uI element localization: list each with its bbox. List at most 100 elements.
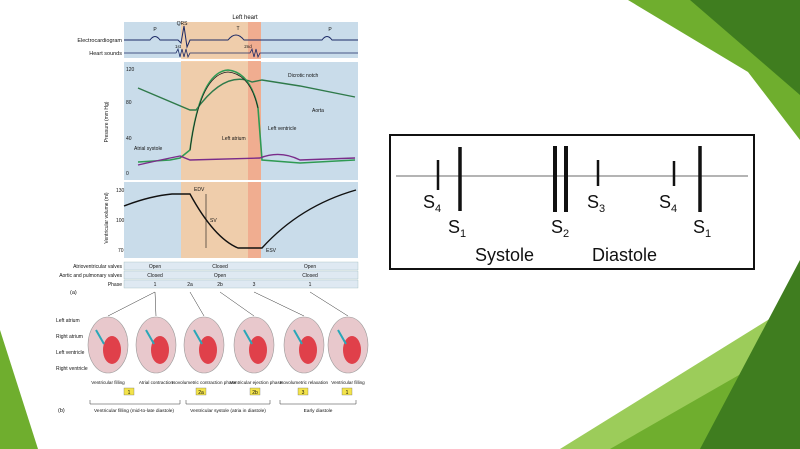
phase-tag: 2b: [252, 390, 258, 396]
wiggers-diagram: Left heart Electrocardiogram P QRS T P H…: [56, 15, 369, 414]
phase-value: 2b: [217, 282, 223, 288]
green-shape-dark: [700, 260, 800, 449]
volume-axis-label: Ventricular volume (ml): [104, 192, 110, 243]
pressure-tick: 80: [126, 100, 132, 106]
heart-illustration-chamber: [103, 336, 121, 364]
phase-tag-box: [297, 387, 309, 396]
phase-tag: 3: [302, 390, 305, 396]
phase-label: Phase: [108, 282, 122, 288]
ecg-mark-t: T: [236, 26, 239, 32]
aorta-curve: [137, 78, 356, 111]
s1-label: S1: [448, 217, 466, 240]
phase-value: 1: [309, 282, 312, 288]
heart-illustration-chamber: [343, 336, 361, 364]
phonocardiogram: S4 S1 S2 S3 S4 S1 Systole Diastole: [389, 134, 755, 270]
pointer-lines: [107, 291, 349, 317]
green-shape-left: [0, 330, 38, 449]
valve-phase-table: Atrioventricular valves Aortic and pulmo…: [59, 261, 359, 289]
systole-band: [181, 22, 261, 258]
pressure-tick: 0: [126, 171, 129, 177]
volume-curve: [123, 189, 357, 249]
group-caption: Ventricular filling (mid-to-late diastol…: [94, 408, 174, 414]
anatomy-label: Right atrium: [56, 334, 83, 340]
phase-tag: 1: [128, 390, 131, 396]
phase-tags: 1 2a 2b 3 1: [123, 387, 353, 396]
ventricle-fill-line: [189, 71, 259, 151]
phase-tag: 2a: [198, 390, 204, 396]
group-caption: Ventricular systole (atria in diastole): [190, 408, 266, 414]
phase-tag: 1: [346, 390, 349, 396]
table-row-bg: [123, 261, 359, 271]
semilunar-valves-label: Aortic and pulmonary valves: [59, 273, 122, 279]
av-value: Open: [304, 264, 316, 270]
group-braces: [89, 400, 357, 405]
table-row-bg: [123, 270, 359, 280]
semilunar-value: Open: [214, 273, 226, 279]
systole-band-edge: [248, 22, 261, 258]
ecg-mark-p: P: [153, 27, 157, 33]
phase-tag-box: [195, 387, 207, 396]
edv-label: EDV: [194, 187, 205, 193]
left-atrium-curve: [137, 153, 356, 166]
anatomy-label: Left atrium: [56, 318, 80, 324]
diastole-label: Diastole: [592, 245, 657, 265]
heart-vessels: [95, 329, 347, 345]
green-shape-top-dark: [690, 0, 800, 95]
ecg-label: Electrocardiogram: [77, 38, 122, 44]
esv-label: ESV: [266, 248, 277, 254]
heart-sounds-label: Heart sounds: [89, 51, 122, 57]
anatomy-label: Right ventricle: [56, 366, 88, 372]
phase-caption: Isovolumetric contraction phase: [172, 380, 237, 385]
part-b-label: (b): [58, 408, 65, 414]
phase-caption: Ventricular filling: [91, 380, 125, 385]
anatomy-label: Left ventricle: [56, 350, 85, 356]
av-value: Open: [149, 264, 161, 270]
phase-caption: Isovolumetric relaxation: [280, 380, 329, 385]
aorta-label: Aorta: [312, 108, 324, 114]
pressure-tick: 40: [126, 136, 132, 142]
ecg-mark-qrs: QRS: [177, 21, 189, 27]
ecg-trace: [124, 25, 358, 49]
wiggers-title: Left heart: [232, 15, 258, 21]
phase-caption: Ventricular filling: [331, 380, 365, 385]
heart-illustration-chamber: [249, 336, 267, 364]
pressure-tick: 120: [126, 67, 135, 73]
phase-caption: Atrial contraction: [139, 380, 174, 385]
sv-label: SV: [210, 218, 217, 224]
ecg-mark-p2: P: [328, 27, 332, 33]
left-atrium-curve-label: Left atrium: [222, 136, 246, 142]
s1-label: S1: [693, 217, 711, 240]
group-caption: Early diastole: [304, 408, 333, 414]
left-ventricle-label: Left ventricle: [268, 126, 297, 132]
s4-label: S4: [659, 192, 677, 215]
heart-sounds-trace: [124, 47, 358, 59]
semilunar-value: Closed: [302, 273, 318, 279]
phase-value: 3: [253, 282, 256, 288]
heart-illustration-chamber: [299, 336, 317, 364]
dicrotic-notch-label: Dicrotic notch: [288, 73, 319, 79]
atrial-systole-label: Atrial systole: [134, 146, 163, 152]
heart-illustration-chamber: [151, 336, 169, 364]
phase-caption: Ventricular ejection phase: [230, 380, 283, 385]
phase-value: 2a: [187, 282, 193, 288]
s3-label: S3: [587, 192, 605, 215]
s4-label: S4: [423, 192, 441, 215]
av-value: Closed: [212, 264, 228, 270]
heart-illustration-chamber: [199, 336, 217, 364]
phase-tag-box: [249, 387, 261, 396]
av-valves-label: Atrioventricular valves: [73, 264, 122, 270]
phase-value: 1: [154, 282, 157, 288]
part-a-label: (a): [70, 290, 77, 296]
table-row-bg: [123, 279, 359, 289]
phase-tag-box: [341, 387, 353, 396]
volume-tick: 100: [116, 218, 125, 224]
phono-frame: [389, 134, 755, 270]
volume-tick: 70: [118, 248, 124, 254]
pressure-axis-label: Pressure (mm Hg): [104, 101, 110, 142]
systole-label: Systole: [475, 245, 534, 265]
volume-tick: 130: [116, 188, 125, 194]
s2-label: S2: [551, 217, 569, 240]
sound-mark-1st: 1st: [175, 44, 182, 49]
